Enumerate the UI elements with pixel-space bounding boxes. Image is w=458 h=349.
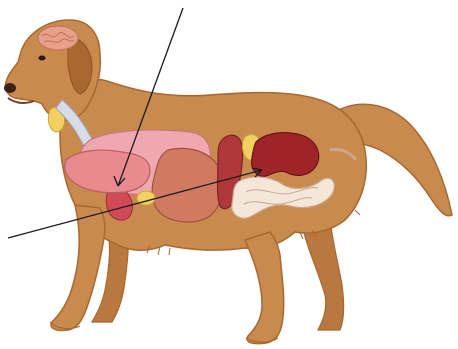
nose [4, 83, 16, 93]
eye [39, 56, 46, 61]
stomach [152, 148, 223, 222]
brain [38, 26, 78, 50]
near-hind-leg [245, 232, 284, 344]
